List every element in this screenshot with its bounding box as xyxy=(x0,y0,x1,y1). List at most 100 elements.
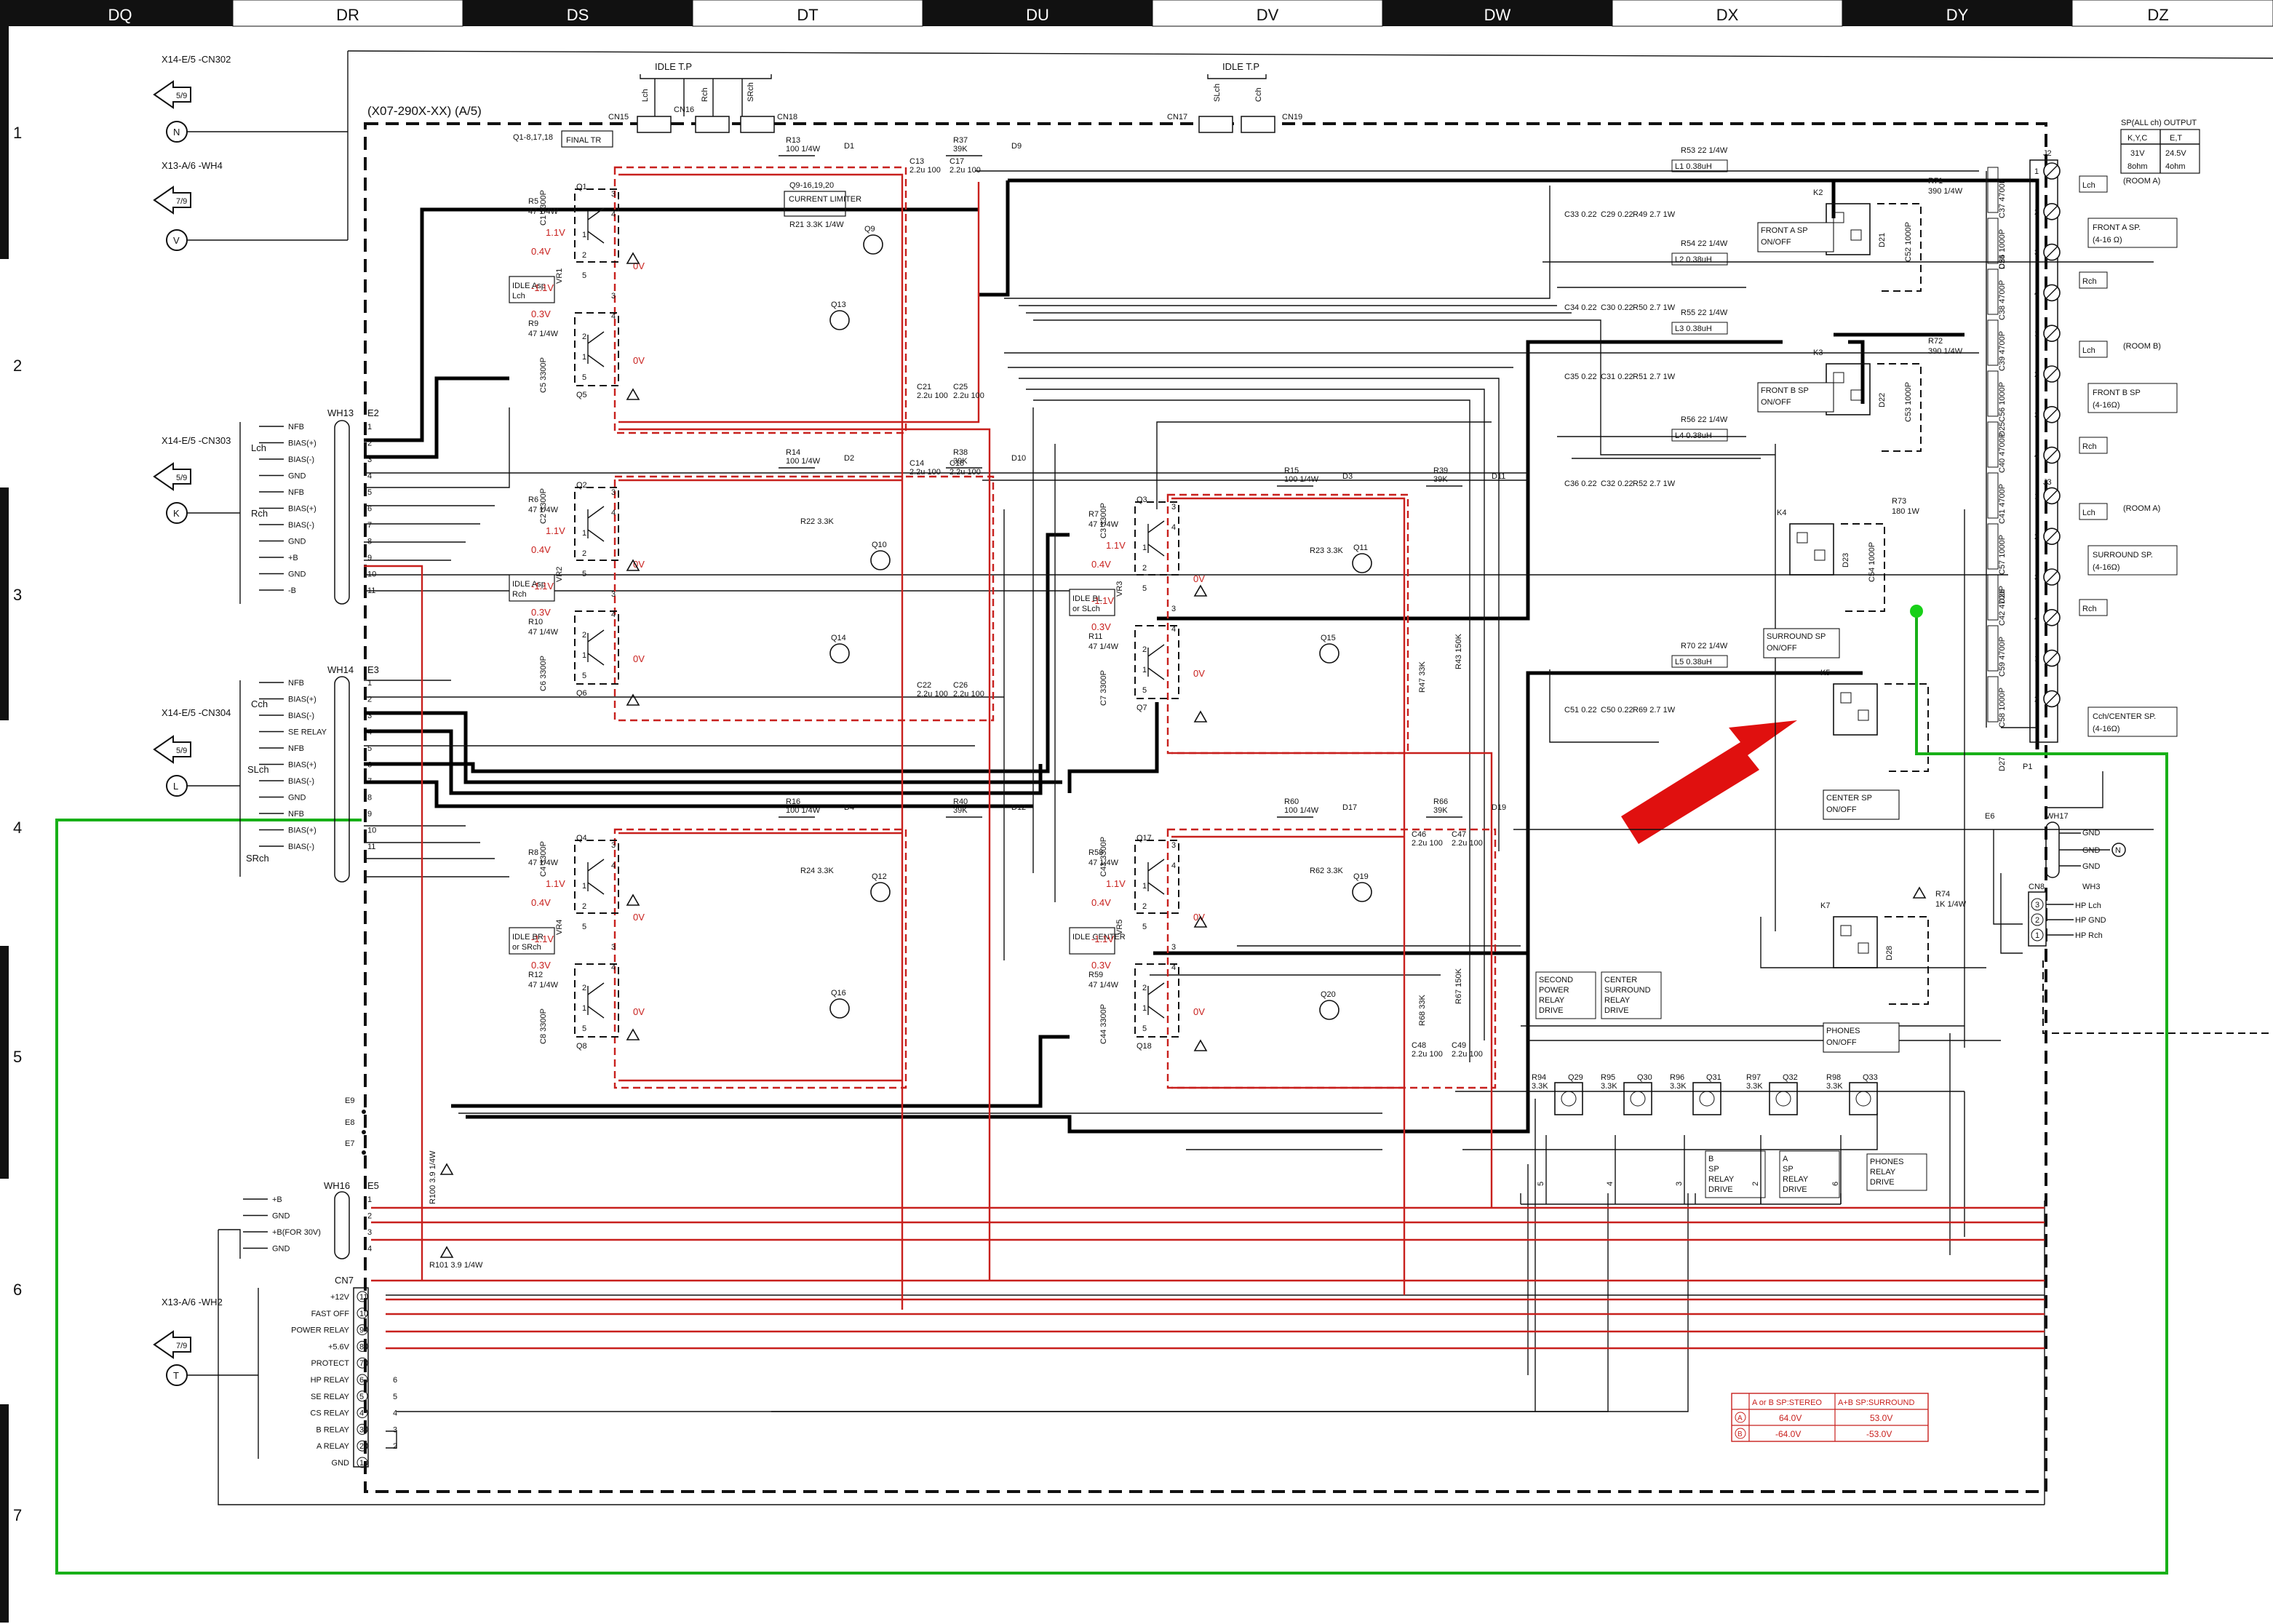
output-cap: C38 4700P xyxy=(1998,280,2007,320)
resistor-value: 47 1/4W xyxy=(528,859,559,867)
cap-label: C1 3300P xyxy=(539,190,548,226)
header-pin-number: 3 xyxy=(359,1425,364,1434)
relay-coil-icon xyxy=(1840,692,1852,704)
limiter-transistor: Q9 xyxy=(864,225,875,234)
idle-tp-left: IDLE T.P Lch Rch SRch CN15 CN16 CN18 xyxy=(608,61,797,133)
driver-transistor: Q33 xyxy=(1863,1073,1878,1082)
voltage-label: 1.1V xyxy=(1106,540,1126,551)
transistor-icon xyxy=(1319,1000,1339,1020)
warning-icon xyxy=(439,1163,454,1175)
transistor-label: Q3 xyxy=(1136,495,1147,504)
limiter-cap: C18 xyxy=(950,459,964,468)
terminal-number: 1 xyxy=(2034,492,2039,501)
pin-number: 4 xyxy=(611,210,616,219)
inductor-icon xyxy=(1671,322,1728,335)
driver-label-line: SP xyxy=(1708,1165,1719,1174)
relay-coil-icon xyxy=(1858,942,1869,954)
limiter-cap: C25 xyxy=(953,383,968,391)
limiter-cap: C17 xyxy=(950,157,964,166)
svg-text:K,Y,C: K,Y,C xyxy=(2127,134,2147,143)
connector-l: X14-E/5 -CN304 5/9 L xyxy=(153,680,241,877)
relay-resistor-value: 1K 1/4W xyxy=(1935,900,1967,909)
svg-text:A+B SP:SURROUND: A+B SP:SURROUND xyxy=(1838,1398,1914,1407)
hp-connector: P1 E6 WH17 GND GND GND N CN8 WH3 3 2 1 H… xyxy=(1985,763,2273,1034)
relay-coil-icon xyxy=(1814,549,1826,561)
pin-number: 4 xyxy=(611,963,616,972)
relay-coil-icon xyxy=(1858,709,1869,721)
pin-number: 5 xyxy=(582,672,586,680)
svg-text:WH14: WH14 xyxy=(327,664,354,675)
idle-label-box xyxy=(1069,927,1115,955)
header-pin-number: 9 xyxy=(367,554,372,562)
svg-text:E5: E5 xyxy=(367,1180,379,1191)
header-pin-label: -B xyxy=(288,586,296,595)
header-pin-label: GND xyxy=(288,794,306,803)
header-pin-number: 6 xyxy=(367,505,372,514)
resistor-value: 47 1/4W xyxy=(1088,859,1119,867)
svg-text:CN18: CN18 xyxy=(777,113,797,122)
relay-coil-icon xyxy=(1850,389,1862,401)
transistor-label: Q5 xyxy=(576,391,587,399)
svg-text:E2: E2 xyxy=(367,407,379,418)
header-pin-label: +B(FOR 30V) xyxy=(272,1228,321,1237)
svg-text:SRch: SRch xyxy=(246,853,269,864)
pin-number: 5 xyxy=(582,570,586,578)
driver-label-line: B xyxy=(1708,1155,1713,1163)
resistor-value: 47 1/4W xyxy=(528,628,559,637)
pin-number: 1 xyxy=(1142,1004,1147,1013)
limiter-cap: C47 xyxy=(1452,830,1466,839)
header-pin-label: BIAS(-) xyxy=(288,712,314,720)
header-pin-label: HP RELAY xyxy=(311,1376,350,1385)
svg-text:HP Lch: HP Lch xyxy=(2075,901,2101,910)
zobel-inductor: L4 0.38uH xyxy=(1675,431,1712,440)
relay-resistor-value: 180 1W xyxy=(1892,507,1920,516)
driver-label-line: RELAY xyxy=(1604,996,1631,1005)
header-pin-number: 9 xyxy=(359,1326,364,1335)
relay-label-box xyxy=(1823,789,1900,820)
limiter-transistor: Q13 xyxy=(831,300,846,309)
conn-k-ref: X14-E/5 -CN303 xyxy=(162,435,231,446)
resistor-label: R5 xyxy=(528,197,538,206)
svg-text:J3: J3 xyxy=(2043,478,2052,487)
idle-label: IDLE CENTER xyxy=(1072,933,1126,942)
room-label: (ROOM A) xyxy=(2123,177,2160,186)
svg-text:R47 33K: R47 33K xyxy=(1418,661,1427,693)
terminal-number: 4 xyxy=(2034,614,2039,623)
pin-number: 2 xyxy=(582,333,586,341)
zobel-inductor: L3 0.38uH xyxy=(1675,325,1712,333)
cap-outline xyxy=(1987,625,1999,672)
svg-text:R68 33K: R68 33K xyxy=(1418,995,1427,1026)
relay-resistor: R73 xyxy=(1892,497,1906,506)
terminal-slot xyxy=(2045,449,2058,462)
connector-arrow-icon xyxy=(153,80,191,109)
voltage-label: 1.1V xyxy=(546,878,565,889)
resistor-label: R12 xyxy=(528,971,543,979)
idle-label-box xyxy=(1069,589,1115,616)
resistor-value: 47 1/4W xyxy=(528,506,559,514)
limiter-diode: D12 xyxy=(1011,803,1026,812)
header-pin-number: 5 xyxy=(367,744,372,753)
cap-label: C5 3300P xyxy=(539,357,548,393)
speaker-label-box xyxy=(2087,383,2178,413)
driver-pin: 5 xyxy=(1537,1182,1545,1186)
tr-box xyxy=(574,610,619,685)
driver-label-line: DRIVE xyxy=(1604,1006,1629,1015)
svg-text:E9: E9 xyxy=(345,1096,354,1105)
pin-number: 1 xyxy=(582,529,586,538)
header-pin-number: 7 xyxy=(367,521,372,530)
limiter-cap: C21 xyxy=(917,383,931,391)
pin-number: 2 xyxy=(582,251,586,260)
header-pin-number: 5 xyxy=(367,488,372,497)
pin-circle xyxy=(357,1340,368,1352)
zobel-r: R52 2.7 1W xyxy=(1633,479,1676,488)
svg-text:B: B xyxy=(1737,1430,1743,1438)
limiter-resistor: R66 xyxy=(1433,797,1448,806)
connector-n: X14-E/5 -CN302 5/9 N xyxy=(153,54,348,143)
voltage-label: -1.1V xyxy=(1091,934,1114,944)
pin-circle xyxy=(357,1407,368,1419)
output-terminals: SP(ALL ch) OUTPUT K,Y,C E,T 31V 24.5V 8o… xyxy=(1987,119,2200,771)
